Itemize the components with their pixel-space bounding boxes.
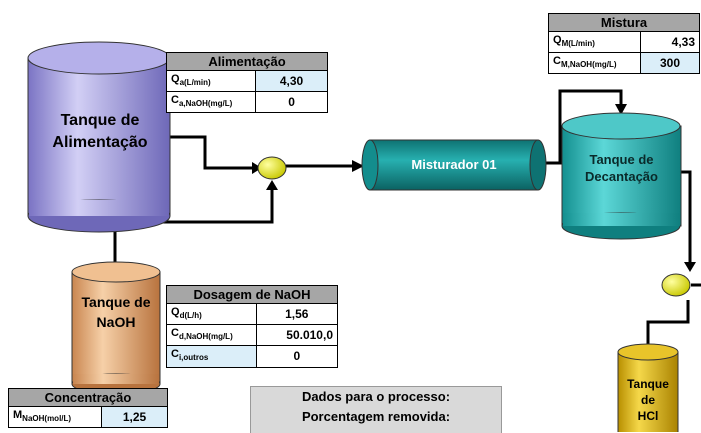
alimentacao-q-label: Qa(L/min)	[165, 69, 257, 93]
alimentacao-title: Alimentação	[166, 52, 328, 71]
pipe-mixer-to-decant	[540, 89, 623, 165]
alimentacao-q-value[interactable]: 4,30	[255, 69, 328, 93]
arrow-into-decant	[615, 104, 627, 115]
dosagem-c-label: Cd,NaOH(mg/L)	[166, 324, 257, 347]
concentracao-title: Concentração	[8, 388, 168, 407]
dosagem-naoh-table: Dosagem de NaOH Qd(L/h) 1,56 Cd,NaOH(mg/…	[166, 285, 339, 368]
dosagem-outros-value[interactable]: 0	[255, 345, 339, 368]
concentracao-m-label: MNaOH(mol/L)	[7, 405, 103, 429]
removal-percentage-label: Porcentagem removida:	[301, 409, 451, 424]
mistura-q-value: 4,33	[640, 30, 700, 54]
dosagem-title: Dosagem de NaOH	[166, 285, 338, 304]
decantation-tank-label: Tanque de Decantação	[585, 152, 658, 184]
dosagem-q-label: Qd(L/h)	[166, 302, 257, 326]
feed-tank-label: Tanque de Alimentação	[52, 112, 148, 151]
naoh-tank-label: Tanque de NaOH	[81, 294, 151, 330]
decantation-tank[interactable]	[561, 112, 682, 240]
mistura-table: Mistura QM(L/min) 4,33 CM,NaOH(mg/L) 300	[547, 13, 700, 75]
arrow-into-junction2	[684, 262, 696, 272]
arrow-up-into-junction	[266, 180, 278, 190]
mistura-c-value[interactable]: 300	[640, 52, 700, 75]
mistura-q-label: QM(L/min)	[547, 30, 642, 54]
concentracao-m-value[interactable]: 1,25	[101, 405, 168, 429]
arrowheads	[252, 104, 696, 272]
dosagem-c-value: 50.010,0	[255, 324, 339, 347]
mistura-title: Mistura	[548, 13, 700, 32]
alimentacao-table: Alimentação Qa(L/min) 4,30 Ca,NaOH(mg/L)…	[165, 52, 328, 114]
process-data-heading: Dados para o processo:	[301, 389, 451, 404]
alimentacao-c-value: 0	[255, 91, 328, 114]
junction-neutralization-node[interactable]	[661, 273, 691, 297]
alimentacao-c-label: Ca,NaOH(mg/L)	[165, 91, 257, 114]
concentracao-table: Concentração MNaOH(mol/L) 1,25	[7, 388, 168, 429]
pipe-naoh-to-junction	[113, 190, 274, 265]
hcl-tank[interactable]	[617, 343, 679, 432]
dosagem-outros-label: Ci,outros	[166, 345, 257, 368]
arrow-into-mixer	[352, 160, 364, 172]
arrow-into-junction	[252, 162, 262, 174]
pipes	[113, 89, 701, 345]
mistura-c-label: CM,NaOH(mg/L)	[547, 52, 642, 75]
pipe-decant-to-junction2	[680, 170, 692, 263]
feed-tank[interactable]	[27, 41, 171, 233]
process-data-panel: Dados para o processo: Porcentagem remov…	[250, 386, 502, 433]
pipe-hcl-to-junction2	[646, 300, 690, 345]
junction-mixing-node[interactable]	[257, 156, 287, 180]
hcl-tank-label: Tanque de HCl	[627, 377, 669, 423]
mixer-label: Misturador 01	[411, 157, 497, 172]
dosagem-q-value: 1,56	[255, 302, 339, 326]
pipe-feed-to-junction	[170, 135, 252, 170]
mixer-01[interactable]	[361, 139, 547, 191]
